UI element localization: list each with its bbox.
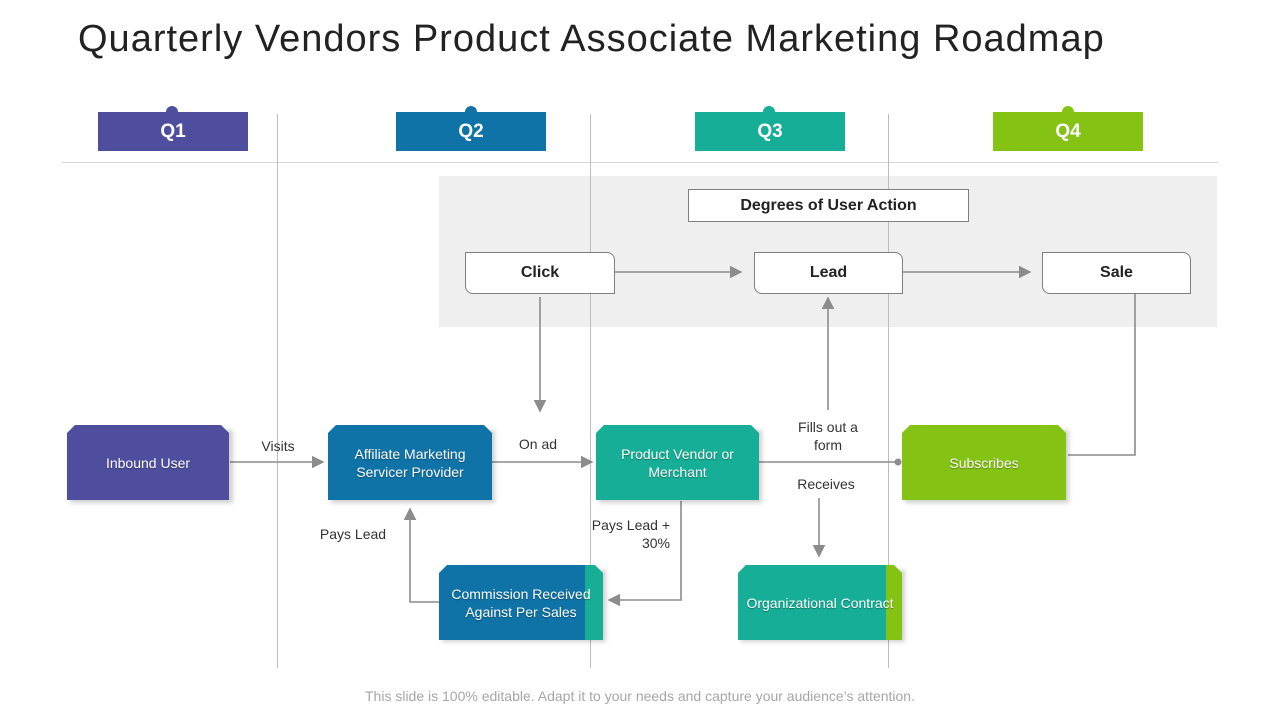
step-click: Click: [465, 252, 615, 294]
vendor-node: Product Vendor or Merchant: [596, 425, 759, 500]
quarter-divider-3: [888, 114, 889, 668]
quarter-tab-q3: Q3: [695, 112, 845, 151]
commission-node: Commission Received Against Per Sales: [439, 565, 603, 640]
header-divider: [62, 162, 1218, 163]
contract-node: Organizational Contract: [738, 565, 902, 640]
quarter-tab-q2: Q2: [396, 112, 546, 151]
step-lead: Lead: [754, 252, 903, 294]
label-fills-form: Fills out a form: [798, 419, 858, 453]
label-pays-lead-30: Pays Lead + 30%: [591, 517, 670, 551]
quarter-divider-2: [590, 114, 591, 668]
quarter-tab-q4: Q4: [993, 112, 1143, 151]
page-title: Quarterly Vendors Product Associate Mark…: [78, 18, 1105, 60]
quarter-divider-1: [277, 114, 278, 668]
inbound-user-node: Inbound User: [67, 425, 229, 500]
arrow-vendor-to-commission: [607, 501, 682, 607]
quarter-tab-q1: Q1: [98, 112, 248, 151]
user-action-header: Degrees of User Action: [688, 189, 969, 222]
label-pays-lead: Pays Lead: [319, 526, 387, 542]
label-receives: Receives: [797, 476, 855, 492]
subscribes-node: Subscribes: [902, 425, 1066, 500]
line-sale-to-subscribes: [1068, 294, 1136, 456]
step-sale: Sale: [1042, 252, 1191, 294]
label-visits: Visits: [261, 438, 295, 454]
affiliate-node: Affiliate Marketing Servicer Provider: [328, 425, 492, 500]
footer-note: This slide is 100% editable. Adapt it to…: [365, 688, 915, 704]
label-on-ad: On ad: [518, 436, 558, 452]
junction-dot: [894, 458, 902, 466]
arrow-commission-to-affiliate: [403, 507, 439, 603]
